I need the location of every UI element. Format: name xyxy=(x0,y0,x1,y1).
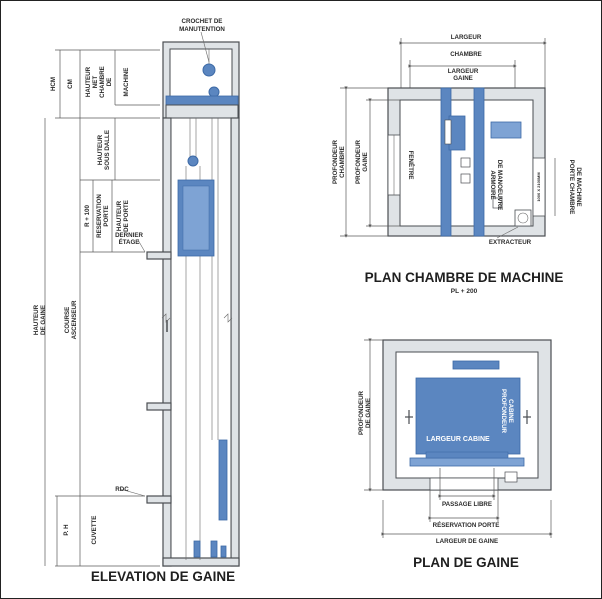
svg-text:PORTE CHAMBRE: PORTE CHAMBRE xyxy=(568,160,575,215)
landing-ground xyxy=(146,495,172,504)
svg-text:PORTE: PORTE xyxy=(103,205,110,226)
svg-text:HAUTEUR: HAUTEUR xyxy=(33,304,40,335)
machine-room-door xyxy=(532,157,546,217)
door-sill xyxy=(409,457,525,467)
landing-top xyxy=(146,251,172,260)
largeur-gaine-label-2: GAINE xyxy=(453,75,473,82)
svg-text:SOUS DALLE: SOUS DALLE xyxy=(104,130,111,170)
rdc-label: RDC xyxy=(115,486,129,493)
elevation-drawing xyxy=(44,31,240,567)
shaft-right-wall xyxy=(230,117,240,567)
profondeur-de-gaine-label: PROFONDEUR DE GAINE xyxy=(358,390,372,435)
beam-left xyxy=(440,87,452,237)
extractor-fan-icon xyxy=(514,209,532,227)
svg-text:PROFONDEUR: PROFONDEUR xyxy=(355,139,362,184)
counterweight-plan xyxy=(452,360,500,370)
porte-chambre-label: PORTE CHAMBRE DE MACHINE xyxy=(568,160,582,215)
traction-pulley-icon xyxy=(208,86,220,98)
counterweight xyxy=(218,439,228,521)
largeur-gaine-label-1: LARGEUR xyxy=(448,68,479,75)
shaft-plan xyxy=(364,338,553,538)
elevation-title: ELEVATION DE GAINE xyxy=(91,569,235,584)
control-cabinet xyxy=(490,121,522,139)
hoist-hook-icon xyxy=(202,63,216,77)
hauteur-net-label: HAUTEUR NET CHAMBRE DE MACHINE xyxy=(85,66,130,98)
svg-text:NET: NET xyxy=(92,76,99,89)
svg-text:HAUTEUR: HAUTEUR xyxy=(97,134,104,165)
svg-text:CHAMBRE: CHAMBRE xyxy=(99,66,106,98)
svg-text:PROFONDEUR: PROFONDEUR xyxy=(500,389,507,434)
reservation-porte-label: RÉSERVATION PORTE xyxy=(433,521,500,529)
machine-slab xyxy=(165,95,239,106)
cuvette-label: CUVETTE xyxy=(91,516,98,545)
svg-text:PROFONDEUR: PROFONDEUR xyxy=(332,139,339,184)
hcm-label: HCM xyxy=(50,77,57,91)
svg-text:RESERVATION: RESERVATION xyxy=(96,194,103,238)
landing-mid xyxy=(146,402,172,411)
svg-text:DE: DE xyxy=(106,78,113,87)
porte-dimension-label: 1000 X 2100MM xyxy=(536,172,541,202)
svg-text:DE MANOEUVRE: DE MANOEUVRE xyxy=(496,160,503,211)
ph-label: P. H xyxy=(63,524,70,536)
reservation-porte-label: RESERVATION PORTE xyxy=(96,194,110,238)
largeur-cabine-label: LARGEUR CABINE xyxy=(426,436,490,443)
passage-libre-label: PASSAGE LIBRE xyxy=(442,501,492,508)
cm-label: CM xyxy=(67,79,74,89)
car-pulley-icon xyxy=(187,155,199,167)
fenetre-label: FENÊTRE xyxy=(407,151,415,180)
cabin-plan xyxy=(415,377,521,455)
svg-text:DE MACHINE: DE MACHINE xyxy=(575,167,582,206)
profondeur-cabine-label: PROFONDEUR CABINE xyxy=(500,389,514,434)
svg-text:ARMOIRE: ARMOIRE xyxy=(489,170,496,199)
svg-text:GAINE: GAINE xyxy=(362,152,369,172)
svg-text:DE GAINE: DE GAINE xyxy=(365,398,372,428)
beam-right xyxy=(473,87,485,237)
dernier-etage-label-1: DERNIER xyxy=(115,232,143,239)
traction-machine xyxy=(448,115,466,151)
shaft-door-opening xyxy=(429,477,499,491)
largeur-chambre-label-2: CHAMBRE xyxy=(450,51,482,58)
profondeur-chambre-label: PROFONDEUR CHAMBRE xyxy=(332,139,346,184)
svg-text:HAUTEUR: HAUTEUR xyxy=(116,200,123,231)
svg-text:ASCENSEUR: ASCENSEUR xyxy=(71,300,78,339)
hauteur-porte-label: HAUTEUR DE PORTE xyxy=(116,200,130,232)
svg-text:CABINE: CABINE xyxy=(507,399,514,423)
svg-text:PROFONDEUR: PROFONDEUR xyxy=(358,390,365,435)
pit-floor xyxy=(162,557,240,567)
svg-text:DE GAINE: DE GAINE xyxy=(40,305,47,335)
machine-room-title: PLAN CHAMBRE DE MACHINE xyxy=(365,270,564,285)
hook-label-2: MANUTENTION xyxy=(179,26,225,33)
hook-label-1: CROCHET DE xyxy=(182,18,223,25)
extracteur-label: EXTRACTEUR xyxy=(489,239,532,246)
largeur-de-gaine-label: LARGEUR DE GAINE xyxy=(436,538,498,545)
svg-text:HAUTEUR: HAUTEUR xyxy=(85,66,92,97)
profondeur-gaine-label: PROFONDEUR GAINE xyxy=(355,139,369,184)
svg-text:DE PORTE: DE PORTE xyxy=(123,200,130,232)
r100-label: R + 100 xyxy=(84,205,91,227)
machine-room-subtitle: PL + 200 xyxy=(451,288,478,295)
machine-room-plan xyxy=(340,38,556,239)
buffer-cw xyxy=(220,545,227,558)
hauteur-gaine-label: HAUTEUR DE GAINE xyxy=(33,304,47,335)
course-ascenseur-label: COURSE ASCENSEUR xyxy=(64,300,78,339)
largeur-chambre-label-1: LARGEUR xyxy=(451,34,482,41)
sous-dalle-label: HAUTEUR SOUS DALLE xyxy=(97,130,111,170)
svg-text:CHAMBRE: CHAMBRE xyxy=(339,146,346,178)
buffer-left xyxy=(193,540,201,558)
shaft-plan-title: PLAN DE GAINE xyxy=(413,555,519,570)
dernier-etage-label-2: ÉTAGE xyxy=(119,238,140,246)
buffer-right xyxy=(210,540,218,558)
svg-text:MACHINE: MACHINE xyxy=(123,68,130,97)
armoire-label: ARMOIRE DE MANOEUVRE xyxy=(489,160,503,211)
svg-text:COURSE: COURSE xyxy=(64,307,71,333)
